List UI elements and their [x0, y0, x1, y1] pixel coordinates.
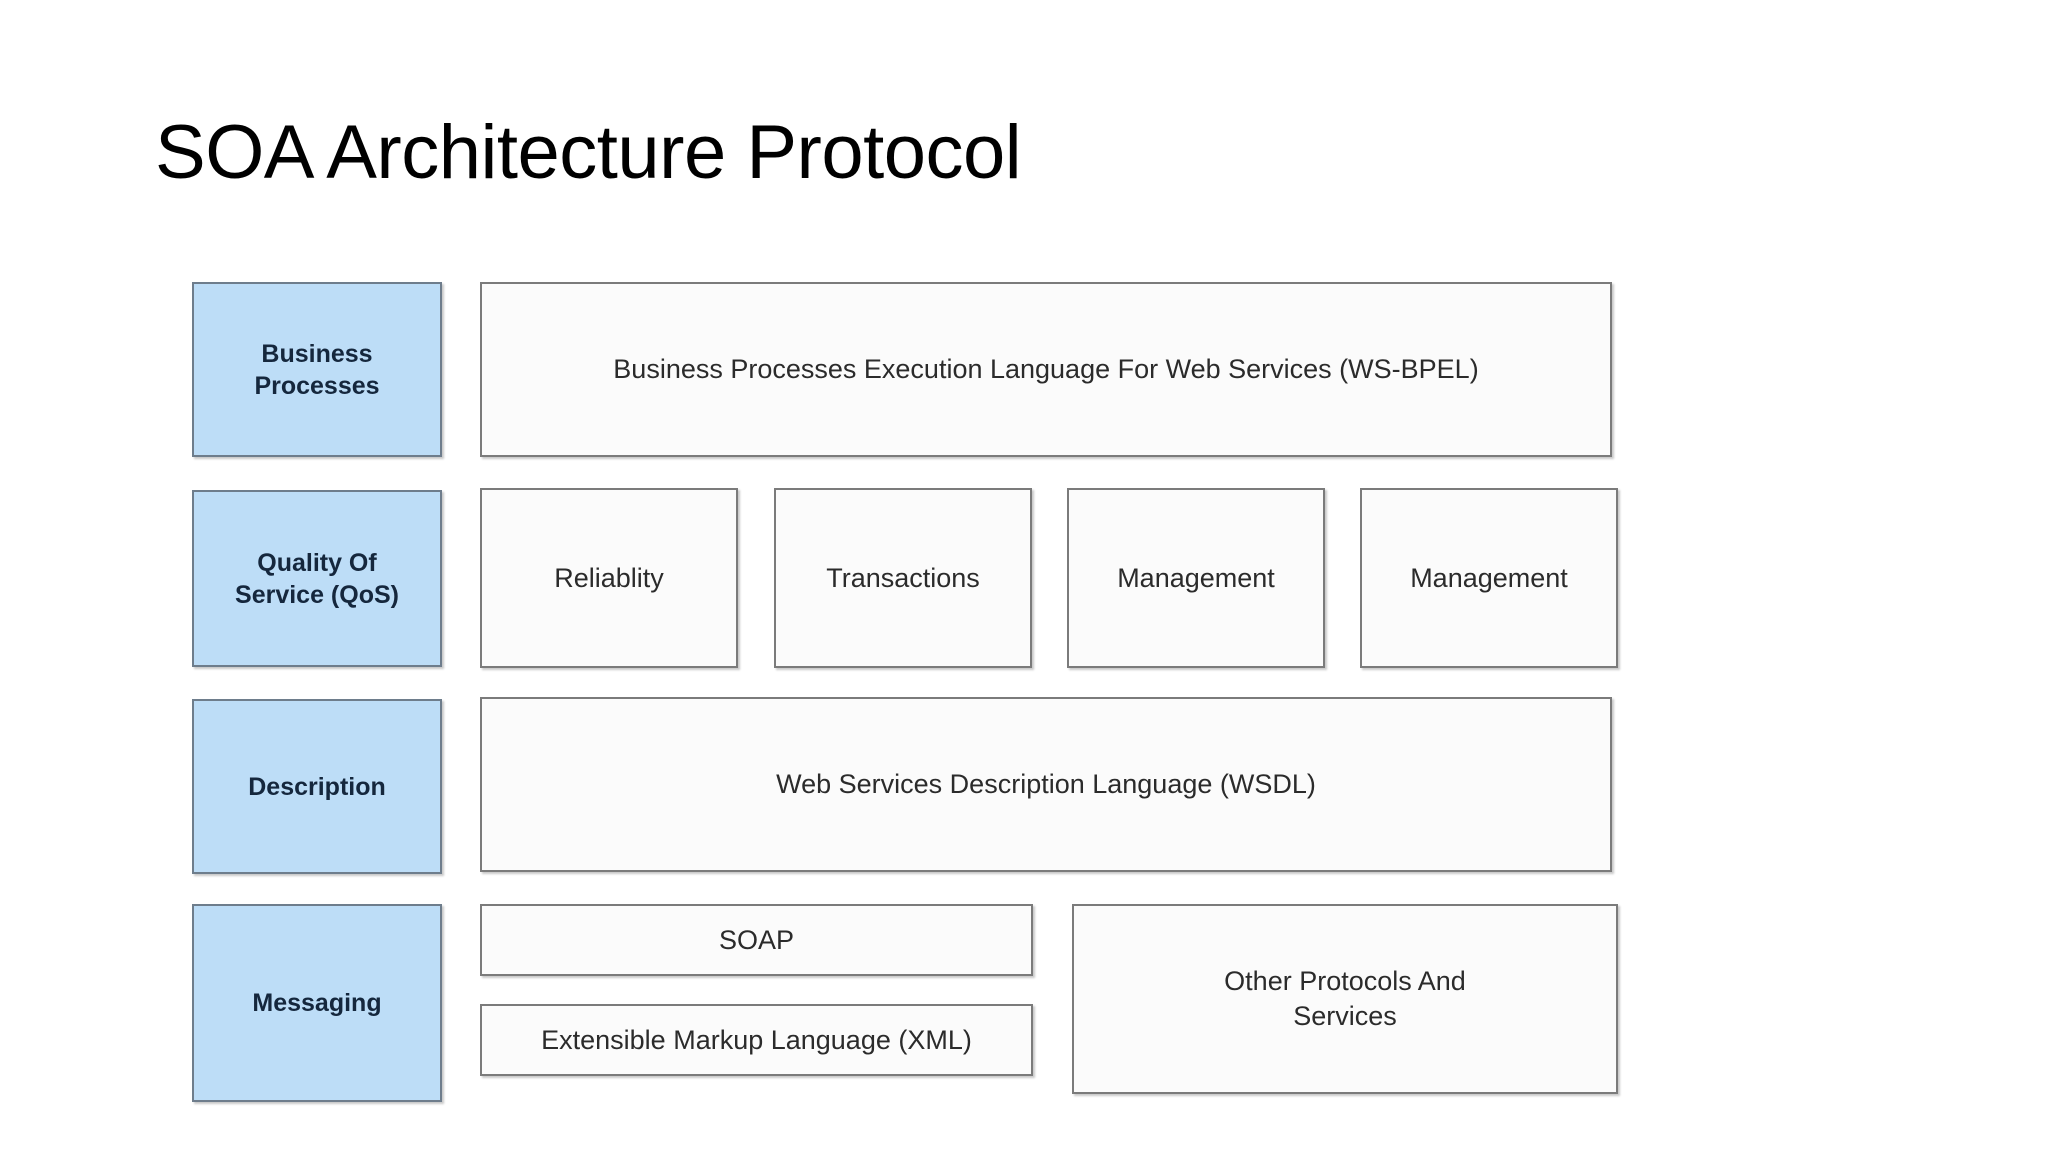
layer-box-messaging[interactable]: Messaging [192, 904, 442, 1102]
protocol-box-soap[interactable]: SOAP [480, 904, 1033, 976]
protocol-box-label: Management [1117, 562, 1275, 593]
protocol-box-label-line1: Other Protocols And [1224, 966, 1466, 997]
soa-protocol-stack-diagram: Business Processes Business Processes Ex… [192, 282, 1618, 1102]
layer-label-business-processes: Business Processes [246, 338, 387, 402]
layer-box-quality-of-service[interactable]: Quality Of Service (QoS) [192, 490, 442, 667]
protocol-box-xml[interactable]: Extensible Markup Language (XML) [480, 1004, 1033, 1076]
layer-label-line1: Business [261, 339, 373, 368]
protocol-box-management-1[interactable]: Management [1067, 488, 1325, 668]
layer-label-line1: Quality Of [257, 548, 377, 577]
protocol-box-reliablity[interactable]: Reliablity [480, 488, 738, 668]
protocol-box-label-line2: Services [1293, 1001, 1397, 1031]
protocol-box-transactions[interactable]: Transactions [774, 488, 1032, 668]
layer-box-description[interactable]: Description [192, 699, 442, 874]
layer-label-description: Description [248, 772, 386, 801]
layer-label-line2: Service (QoS) [235, 580, 399, 609]
protocol-box-label: Web Services Description Language (WSDL) [776, 769, 1316, 800]
protocol-box-ws-bpel[interactable]: Business Processes Execution Language Fo… [480, 282, 1612, 457]
layer-label-line2: Processes [254, 371, 380, 400]
layer-box-business-processes[interactable]: Business Processes [192, 282, 442, 457]
page-title: SOA Architecture Protocol [155, 110, 1022, 195]
layer-label-quality-of-service: Quality Of Service (QoS) [227, 547, 407, 611]
protocol-box-other-protocols-and-services[interactable]: Other Protocols And Services [1072, 904, 1618, 1094]
protocol-box-label: Reliablity [554, 562, 664, 593]
protocol-box-label: Transactions [826, 562, 980, 593]
protocol-box-label: SOAP [718, 924, 795, 955]
protocol-box-label: Management [1410, 562, 1568, 593]
protocol-box-management-2[interactable]: Management [1360, 488, 1618, 668]
protocol-box-wsdl[interactable]: Web Services Description Language (WSDL) [480, 697, 1612, 872]
protocol-box-label: Other Protocols And Services [1216, 964, 1474, 1033]
layer-label-messaging: Messaging [252, 989, 382, 1017]
protocol-box-label: Business Processes Execution Language Fo… [613, 354, 1479, 385]
protocol-box-label: Extensible Markup Language (XML) [541, 1024, 972, 1055]
